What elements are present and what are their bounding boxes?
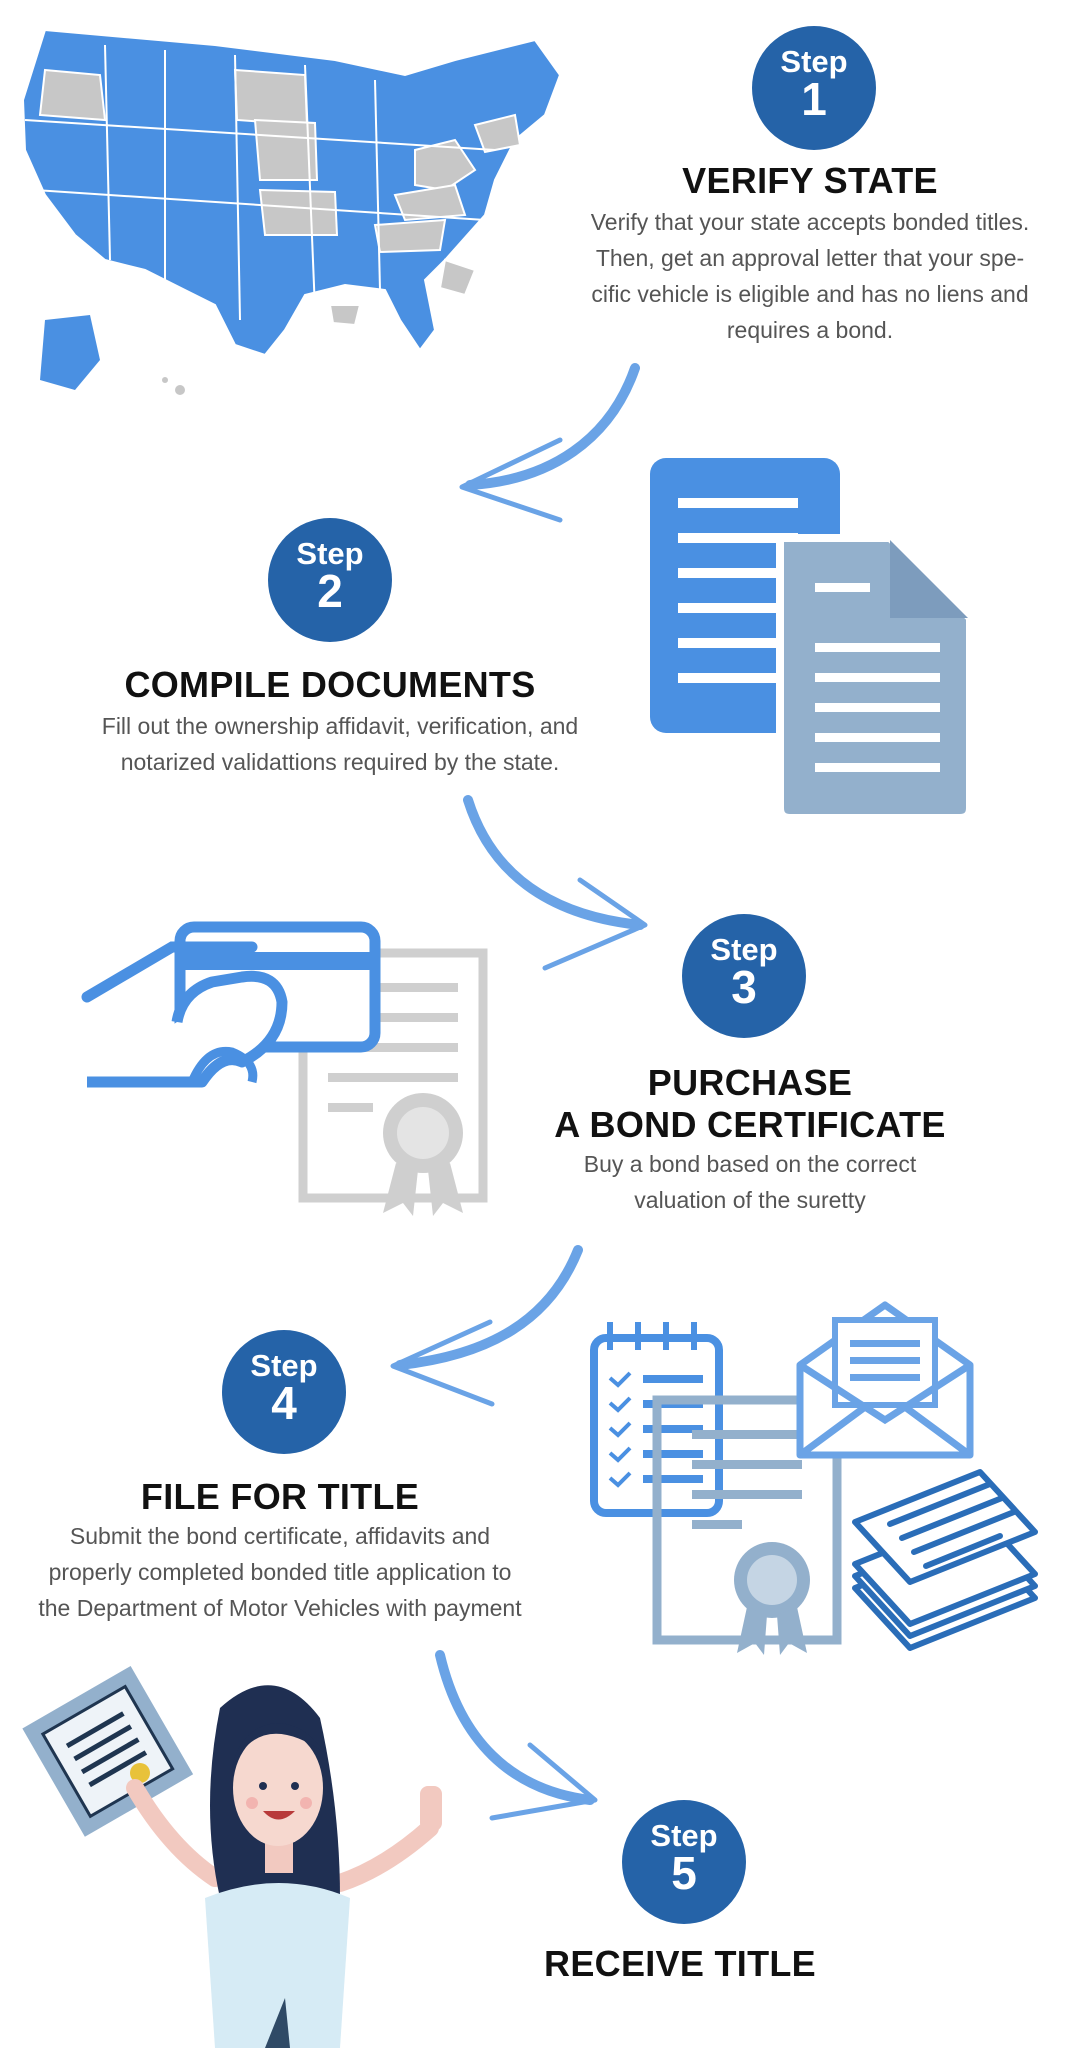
step-2-description: Fill out the ownership affidavit, verifi… (30, 708, 650, 780)
step-1-number: 1 (801, 73, 827, 125)
step-1-badge: Step 1 (752, 26, 876, 150)
step-4-title-line: FILE FOR TITLE (140, 1476, 420, 1517)
woman-holding-title-icon (22, 1666, 442, 2048)
step-2-word: Step (296, 536, 364, 571)
envelope-icon (796, 1301, 974, 1459)
step-3-number: 3 (731, 961, 757, 1013)
step-3-title-line: PURCHASE (647, 1062, 853, 1103)
step-4-desc-line: properly completed bonded title applicat… (48, 1559, 512, 1585)
step-4-desc-line: Submit the bond certificate, affidavits … (69, 1523, 491, 1549)
step-4-title: FILE FOR TITLE (30, 1476, 530, 1518)
step-1-title: VERIFY STATE (560, 160, 1060, 202)
step-5-number: 5 (671, 1847, 697, 1899)
step-2-title-line: COMPILE DOCUMENTS (124, 664, 536, 705)
step-4-badge: Step 4 (222, 1330, 346, 1454)
step-4-word: Step (250, 1348, 318, 1383)
step-2-badge: Step 2 (268, 518, 392, 642)
step-3-title: PURCHASE A BOND CERTIFICATE (500, 1062, 1000, 1146)
step-4-description: Submit the bond certificate, affidavits … (0, 1518, 560, 1626)
step-1-desc-line: cific vehicle is eligible and has no lie… (591, 281, 1029, 307)
certificate-icon (298, 948, 488, 1216)
step-1-word: Step (780, 44, 848, 79)
step-1-desc-line: Then, get an approval letter that your s… (595, 245, 1025, 271)
paper-stack-icon (852, 1469, 1038, 1651)
step-3-desc-line: Buy a bond based on the correct (583, 1151, 917, 1177)
step-5-title: RECEIVE TITLE (430, 1943, 930, 1985)
step-2-number: 2 (317, 565, 343, 617)
step-3-description: Buy a bond based on the correct valuatio… (500, 1146, 1000, 1218)
step-5-badge: Step 5 (622, 1800, 746, 1924)
step-2-desc-line: notarized validattions required by the s… (120, 749, 560, 775)
step-3-badge: Step 3 (682, 914, 806, 1038)
step-2-title: COMPILE DOCUMENTS (80, 664, 580, 706)
step-4-number: 4 (271, 1377, 297, 1429)
certificate-icon (652, 1395, 842, 1655)
step-2-desc-line: Fill out the ownership affidavit, verifi… (101, 713, 579, 739)
step-4-desc-line: the Department of Motor Vehicles with pa… (38, 1595, 522, 1621)
step-1-description: Verify that your state accepts bonded ti… (540, 204, 1066, 348)
step-1-title-line: VERIFY STATE (682, 160, 938, 201)
step-3-desc-line: valuation of the suretty (634, 1187, 866, 1213)
usa-map-icon (21, 28, 562, 395)
step-5-word: Step (650, 1818, 718, 1853)
step-1-desc-line: Verify that your state accepts bonded ti… (590, 209, 1030, 235)
step-3-word: Step (710, 932, 778, 967)
credit-card-hand-icon (81, 921, 381, 1088)
documents-icon (650, 458, 974, 822)
step-1-desc-line: requires a bond. (726, 317, 894, 343)
step-3-title-line: A BOND CERTIFICATE (554, 1104, 946, 1145)
step-5-title-line: RECEIVE TITLE (544, 1943, 816, 1984)
